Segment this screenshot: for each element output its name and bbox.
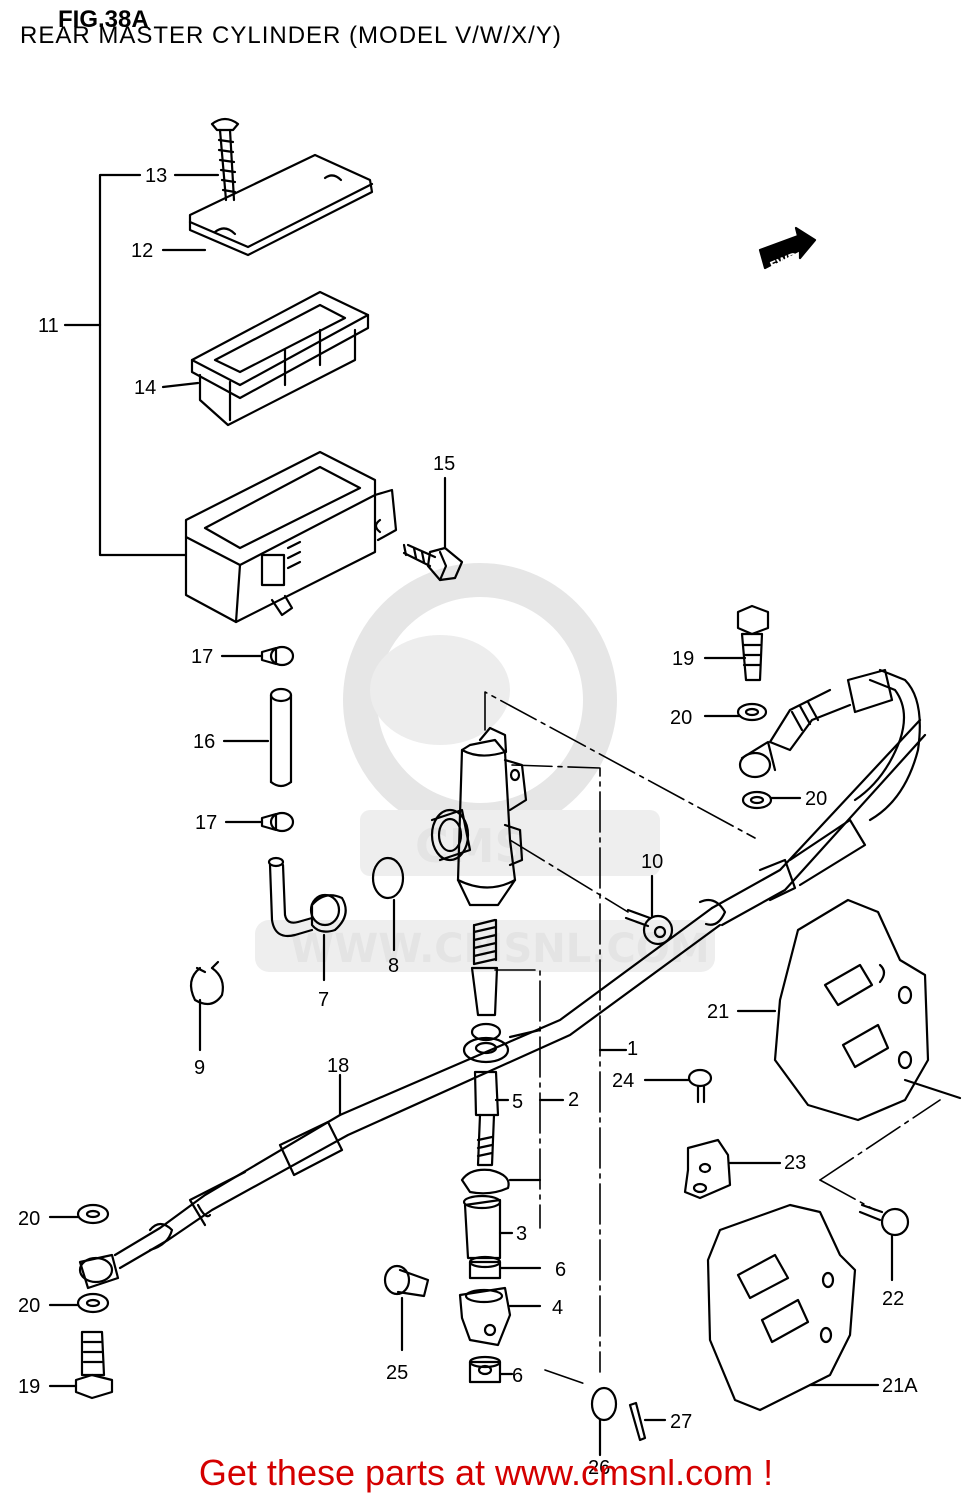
boot-3	[462, 1194, 502, 1260]
figure-title: REAR MASTER CYLINDER (MODEL V/W/X/Y)	[20, 22, 562, 49]
label-21a: 21A	[882, 1375, 918, 1397]
label-7: 7	[318, 989, 329, 1011]
washer-20-lower-a	[76, 1203, 110, 1225]
label-11: 11	[38, 315, 59, 337]
group-11-bracket	[98, 173, 187, 557]
label-18: 18	[327, 1055, 349, 1077]
screw-24	[687, 1068, 713, 1104]
nut-6b	[468, 1355, 502, 1384]
label-27: 27	[670, 1411, 692, 1433]
label-20b: 20	[805, 788, 827, 810]
label-6b: 6	[512, 1365, 523, 1387]
watermark-logo: CMS WWW.CMSNL.COM	[255, 563, 715, 972]
brake-hose-18	[113, 668, 927, 1270]
guard-21a	[706, 1203, 857, 1412]
footer-shop-link[interactable]: Get these parts at www.cmsnl.com !	[198, 1452, 774, 1493]
elbow-connector-7	[267, 856, 347, 938]
label-14: 14	[134, 377, 156, 399]
label-16: 16	[193, 731, 215, 753]
label-21: 21	[707, 1001, 729, 1023]
forward-arrow-icon	[758, 226, 817, 270]
reservoir-hose-16	[269, 687, 293, 788]
o-ring-8	[371, 856, 405, 900]
diaphragm-14	[190, 290, 370, 427]
union-bolt-19-upper	[736, 604, 770, 682]
screw-13	[210, 117, 240, 202]
hose-clamp-17a	[260, 645, 295, 667]
label-13: 13	[145, 165, 167, 187]
label-9: 9	[194, 1057, 205, 1079]
clevis-4	[458, 1286, 512, 1347]
bracket-23	[683, 1138, 732, 1200]
retaining-ring	[460, 1168, 510, 1195]
part-labels: 1 2 3 4 5 6 6 7 8 9 10 11 12 13 14 15 16…	[18, 165, 918, 1479]
label-6a: 6	[555, 1259, 566, 1281]
label-19b: 19	[18, 1376, 40, 1398]
label-4: 4	[552, 1297, 563, 1319]
nut-6a	[468, 1255, 502, 1280]
figure-number: FIG.38A	[58, 6, 149, 33]
label-24: 24	[612, 1070, 634, 1092]
washer-20-lower-b	[76, 1292, 110, 1314]
assembly-guide-lines	[484, 691, 941, 1386]
hose-clamp-17b	[260, 811, 295, 833]
watermark-url: WWW.CMSNL.COM	[290, 926, 710, 972]
piston-assembly-2	[462, 966, 510, 1064]
label-5: 5	[512, 1091, 523, 1113]
reservoir-11	[184, 450, 398, 624]
label-25: 25	[386, 1362, 408, 1384]
washer-20-upper-a	[736, 702, 768, 722]
label-19a: 19	[672, 648, 694, 670]
label-8: 8	[388, 955, 399, 977]
washer-26	[590, 1386, 618, 1422]
return-spring	[472, 918, 498, 966]
guard-21	[773, 898, 962, 1122]
washer-20-upper-b	[741, 790, 773, 810]
label-26: 26	[588, 1457, 610, 1479]
label-20d: 20	[18, 1295, 40, 1317]
label-2: 2	[568, 1089, 579, 1111]
reservoir-cap-12	[188, 153, 374, 257]
label-3: 3	[516, 1223, 527, 1245]
union-bolt-19-lower	[74, 1330, 114, 1400]
label-20c: 20	[18, 1208, 40, 1230]
bolt-15	[402, 543, 464, 582]
label-12: 12	[131, 240, 153, 262]
label-23: 23	[784, 1152, 806, 1174]
label-1: 1	[627, 1038, 638, 1060]
label-10: 10	[641, 851, 663, 873]
banjo-fitting-upper	[738, 740, 777, 779]
circlip-9	[189, 960, 224, 1006]
bolt-10	[624, 908, 674, 946]
screw-22	[858, 1203, 910, 1237]
label-20a: 20	[670, 707, 692, 729]
clevis-pin-25	[383, 1264, 430, 1298]
banjo-fitting-lower	[78, 1253, 120, 1290]
label-15: 15	[433, 453, 455, 475]
label-17b: 17	[195, 812, 217, 834]
label-22: 22	[882, 1288, 904, 1310]
push-rod-5	[473, 1070, 500, 1167]
master-cylinder-body-1	[430, 726, 528, 907]
cotter-pin-27	[628, 1401, 647, 1442]
label-17a: 17	[191, 646, 213, 668]
